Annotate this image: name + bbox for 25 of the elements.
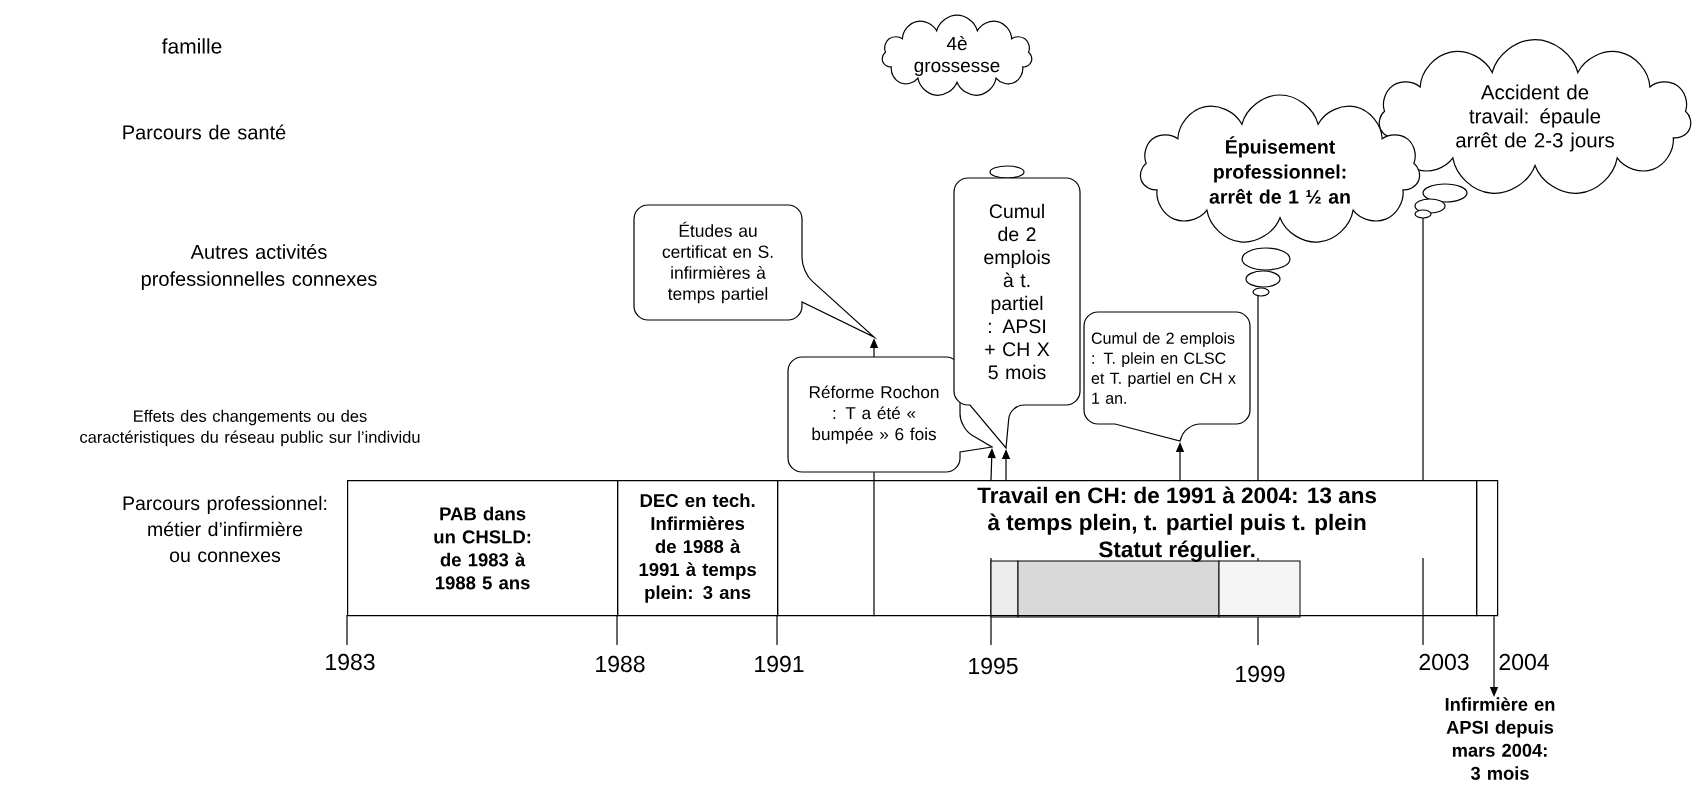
row-label: Autres activités professionnelles connexes xyxy=(141,244,377,290)
thought-cloud: Épuisement professionnel: arrêt de 1 ½ an xyxy=(1139,94,1421,297)
row-label: Parcours de santé xyxy=(123,124,286,140)
leader-line xyxy=(1422,217,1424,481)
year-label: 1988 xyxy=(596,655,645,673)
year-label: 1995 xyxy=(969,657,1018,675)
timeline-segment xyxy=(1476,480,1499,617)
year-label: 1991 xyxy=(755,655,804,673)
row-label: Effets des changements ou des caractéristiques du réseau public sur l’individu xyxy=(80,409,420,447)
speech-callout: Études au certificat en S. infirmières à temps partiel xyxy=(633,204,875,338)
row-label: Parcours professionnel: métier d’infirmière ou connexes xyxy=(123,495,327,563)
year-label: 2003 xyxy=(1419,653,1469,671)
timeline-segment: Travail en CH: de 1991 à 2004: 13 ans à temps plein, t. partiel puis t. plein Statut régulier. xyxy=(777,480,1478,618)
year-label: 2004 xyxy=(1499,653,1549,671)
speech-callout: Cumul de 2 emplois : T. plein en CLSC et T. partiel en CH x 1 an. xyxy=(1083,311,1251,442)
note-text: Infirmière en APSI depuis mars 2004: 3 mois xyxy=(1445,697,1555,780)
speech-callout: Cumul de 2 emplois à t. partiel : APSI + CH X 5 mois xyxy=(953,165,1081,449)
row-label: famille xyxy=(161,38,222,54)
timeline-segment: PAB dans un CHSLD: de 1983 à 1988 5 ans xyxy=(347,480,619,617)
timeline-segment: DEC en tech. Infirmières de 1988 à 1991 à temps plein: 3 ans xyxy=(617,480,779,617)
year-label: 1983 xyxy=(326,653,375,671)
leader-line xyxy=(1257,295,1259,481)
thought-cloud: Accident de travail: épaule arrêt de 2-3 jours xyxy=(1378,39,1692,219)
year-label: 1999 xyxy=(1236,665,1285,683)
leader-line xyxy=(873,471,875,617)
